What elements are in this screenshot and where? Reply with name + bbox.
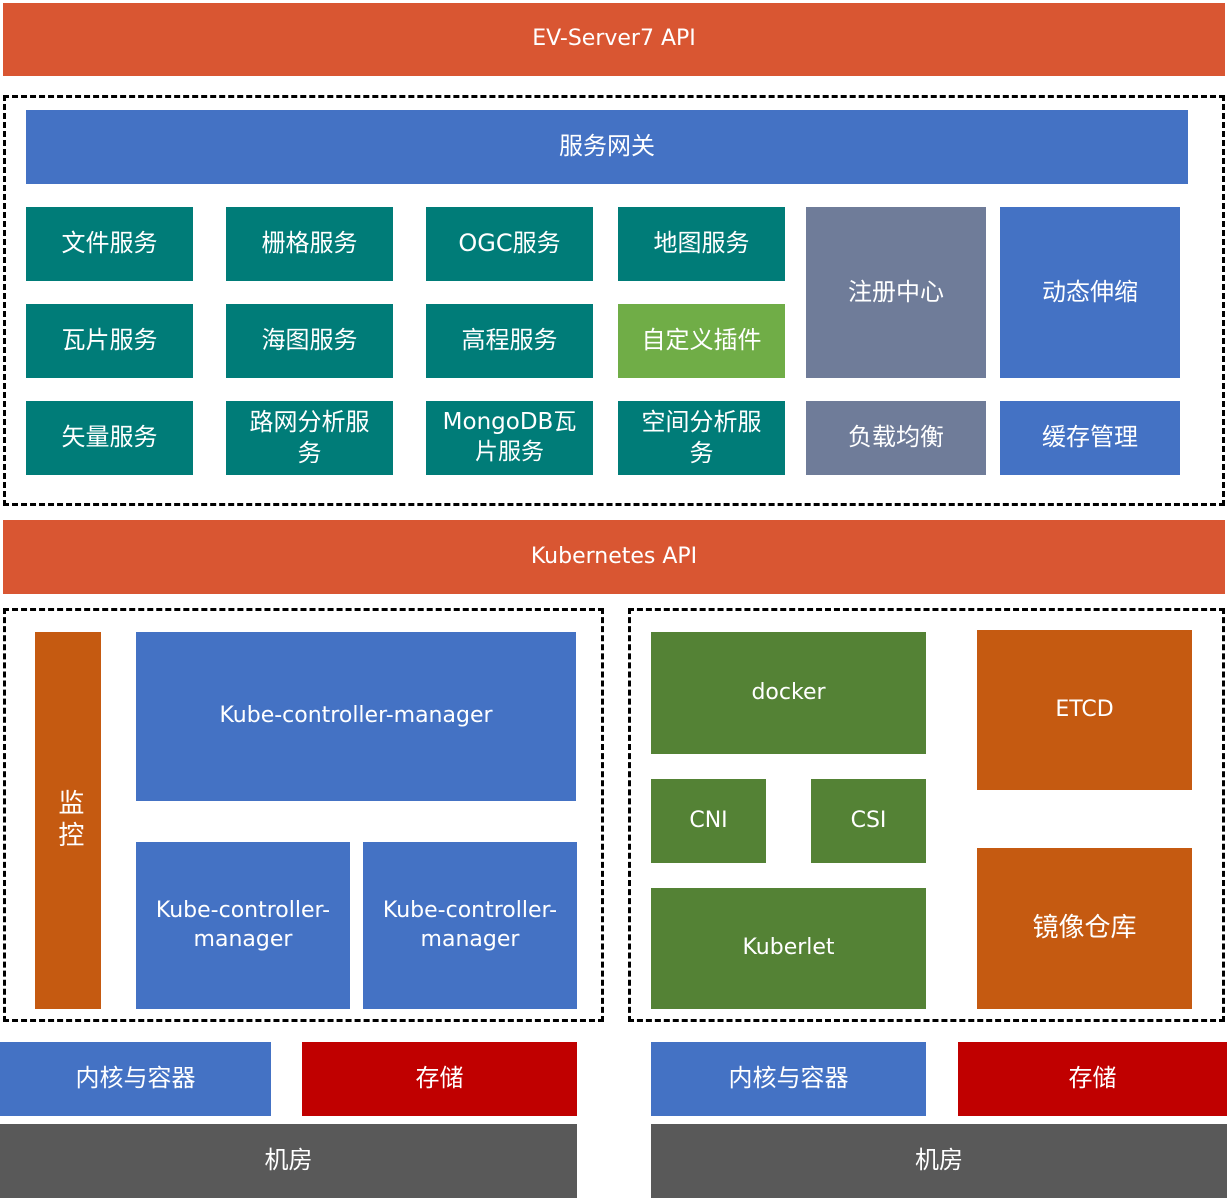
vector-service: 矢量服务 bbox=[26, 401, 193, 475]
kubernetes-api-bar: Kubernetes API bbox=[3, 520, 1225, 594]
spatial-analysis-service: 空间分析服务 bbox=[618, 401, 785, 475]
grid-service: 栅格服务 bbox=[226, 207, 393, 281]
file-service: 文件服务 bbox=[26, 207, 193, 281]
tile-service: 瓦片服务 bbox=[26, 304, 193, 378]
service-gateway: 服务网关 bbox=[26, 110, 1188, 184]
map-service: 地图服务 bbox=[618, 207, 785, 281]
left-node-container bbox=[3, 608, 604, 1022]
monitoring-label: 监控 bbox=[53, 788, 84, 853]
chart-service: 海图服务 bbox=[226, 304, 393, 378]
elevation-service: 高程服务 bbox=[426, 304, 593, 378]
kernel-and-container-left: 内核与容器 bbox=[0, 1042, 271, 1116]
cache-management: 缓存管理 bbox=[1000, 401, 1180, 475]
monitoring: 监控 bbox=[35, 632, 101, 1009]
load-balancer: 负载均衡 bbox=[806, 401, 986, 475]
registry-center: 注册中心 bbox=[806, 207, 986, 378]
road-analysis-service: 路网分析服务 bbox=[226, 401, 393, 475]
cni: CNI bbox=[651, 779, 766, 863]
kube-controller-manager-main: Kube-controller-manager bbox=[136, 632, 576, 801]
ogc-service: OGC服务 bbox=[426, 207, 593, 281]
storage-right: 存储 bbox=[958, 1042, 1227, 1116]
machine-room-right: 机房 bbox=[651, 1124, 1227, 1198]
csi: CSI bbox=[811, 779, 926, 863]
machine-room-left: 机房 bbox=[0, 1124, 577, 1198]
kube-controller-manager-a: Kube-controller-manager bbox=[136, 842, 350, 1009]
kubelet: Kuberlet bbox=[651, 888, 926, 1009]
auto-scaling: 动态伸缩 bbox=[1000, 207, 1180, 378]
right-node-container bbox=[628, 608, 1225, 1022]
kernel-and-container-right: 内核与容器 bbox=[651, 1042, 926, 1116]
storage-left: 存储 bbox=[302, 1042, 577, 1116]
service-layer-container bbox=[3, 95, 1225, 506]
image-registry: 镜像仓库 bbox=[977, 848, 1192, 1009]
custom-plugin: 自定义插件 bbox=[618, 304, 785, 378]
etcd: ETCD bbox=[977, 630, 1192, 790]
ev-server-api-bar: EV-Server7 API bbox=[3, 3, 1225, 76]
mongodb-tile-service: MongoDB瓦片服务 bbox=[426, 401, 593, 475]
docker: docker bbox=[651, 632, 926, 754]
kube-controller-manager-b: Kube-controller-manager bbox=[363, 842, 577, 1009]
